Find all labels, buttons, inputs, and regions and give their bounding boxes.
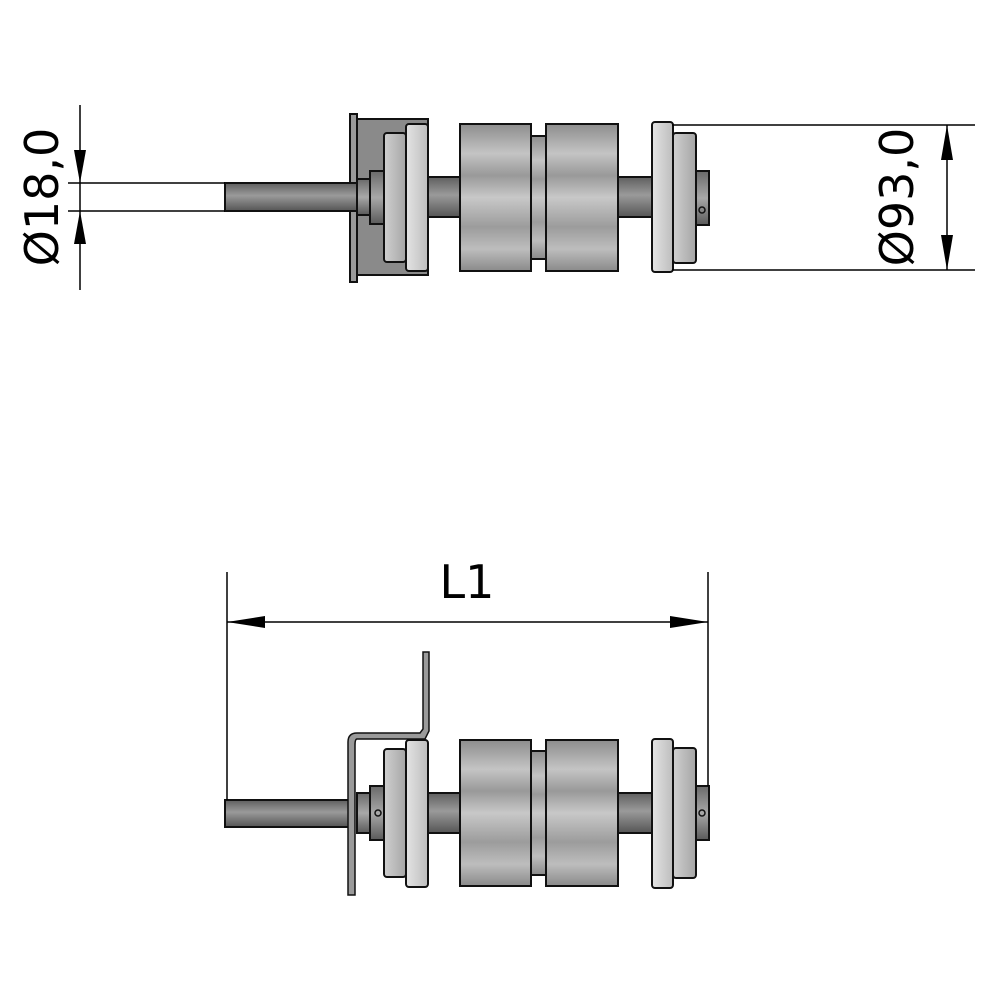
roller-diameter-label: Ø93,0 (870, 128, 924, 267)
length-label: L1 (440, 555, 495, 609)
side-left-inner-disc (383, 748, 407, 878)
roller-diameter-dimension: Ø93,0 (672, 124, 975, 271)
length-dimension: L1 (226, 555, 709, 800)
side-roller-1 (459, 739, 532, 887)
set-screw-hole (698, 206, 706, 214)
side-right-outer-disc (651, 738, 674, 889)
side-roller-groove (530, 750, 547, 876)
top-view (224, 113, 710, 283)
right-outer-disc (651, 121, 674, 273)
side-mid-shaft-right (617, 792, 653, 834)
mid-shaft-right (617, 176, 653, 218)
side-right-screw-hole (698, 809, 706, 817)
side-roller-2 (545, 739, 619, 887)
side-left-shaft (224, 799, 354, 828)
mounting-bracket (347, 651, 430, 896)
roller-2 (545, 123, 619, 272)
side-left-screw-hole (374, 809, 382, 817)
side-view (224, 651, 710, 896)
side-mid-shaft-left (427, 792, 461, 834)
shaft-diameter-label: Ø18,0 (15, 128, 69, 267)
mid-shaft-left (427, 176, 461, 218)
side-right-inner-disc (672, 747, 697, 879)
left-outer-disc (405, 123, 429, 272)
left-inner-disc (383, 132, 407, 263)
left-hub-collar (369, 170, 385, 225)
roller-1 (459, 123, 532, 272)
right-hub (695, 170, 710, 226)
shaft-diameter-dimension: Ø18,0 (15, 105, 225, 290)
side-right-hub (695, 785, 710, 841)
right-inner-disc (672, 132, 697, 264)
roller-groove (530, 135, 547, 260)
side-left-outer-disc (405, 739, 429, 888)
side-left-hub-collar (369, 785, 385, 841)
left-shaft (224, 182, 358, 212)
